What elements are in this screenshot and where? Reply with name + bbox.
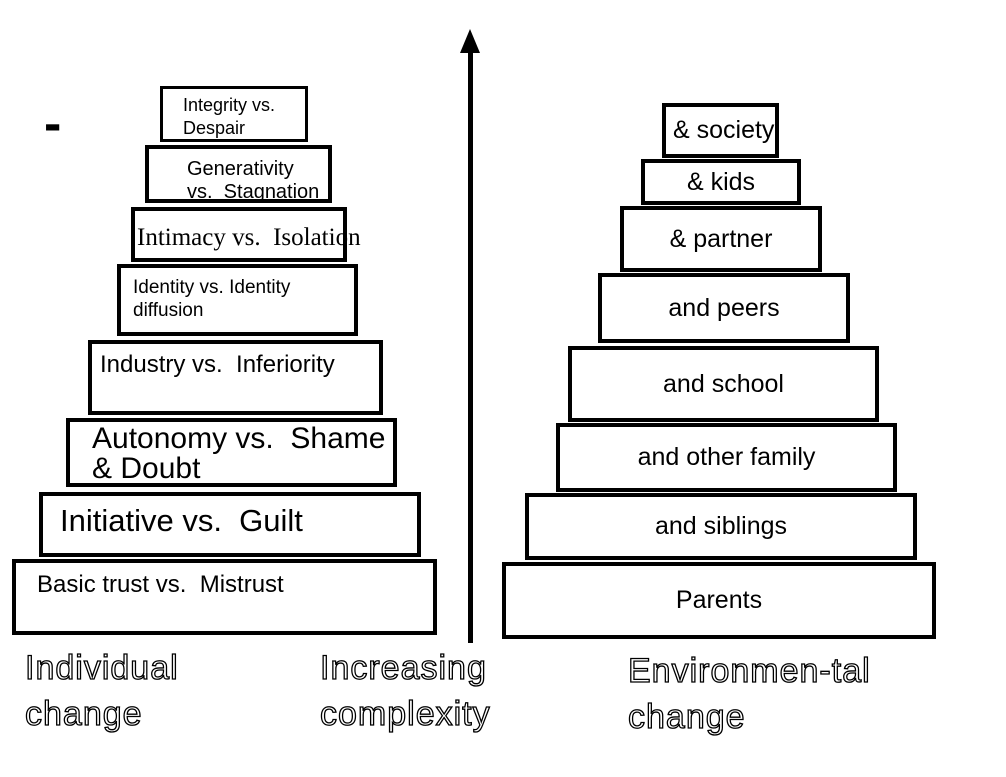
stage-box-initiative-guilt: Initiative vs. Guilt <box>39 492 421 557</box>
env-box-siblings: and siblings <box>525 493 917 560</box>
stage-box-basic-trust-mistrust: Basic trust vs. Mistrust <box>12 559 437 635</box>
stage-box-generativity-stagnation: Generativity vs. Stagnation <box>145 145 332 203</box>
arrow-shaft <box>468 48 473 643</box>
stage-box-autonomy-shame-doubt: Autonomy vs. Shame & Doubt <box>66 418 397 487</box>
caption-increasing-complexity: Increasing complexity <box>319 648 491 733</box>
env-box-partner: & partner <box>620 206 822 272</box>
arrow-head-icon <box>460 29 480 53</box>
caption-environmental-change: Environmen-tal change <box>627 651 871 736</box>
env-box-society: & society <box>662 103 779 158</box>
env-box-kids: & kids <box>641 159 801 205</box>
dash-mark: - <box>44 95 62 153</box>
stage-box-industry-inferiority: Industry vs. Inferiority <box>88 340 383 415</box>
caption-individual-change: Individual change <box>24 648 179 733</box>
env-box-parents: Parents <box>502 562 936 639</box>
stage-box-intimacy-isolation: Intimacy vs. Isolation <box>131 207 361 262</box>
env-box-other-family: and other family <box>556 423 897 492</box>
stage-box-identity-diffusion: Identity vs. Identity diffusion <box>117 264 358 336</box>
env-box-school: and school <box>568 346 879 422</box>
env-box-peers: and peers <box>598 273 850 343</box>
stage-box-integrity-despair: Integrity vs. Despair <box>160 86 308 142</box>
